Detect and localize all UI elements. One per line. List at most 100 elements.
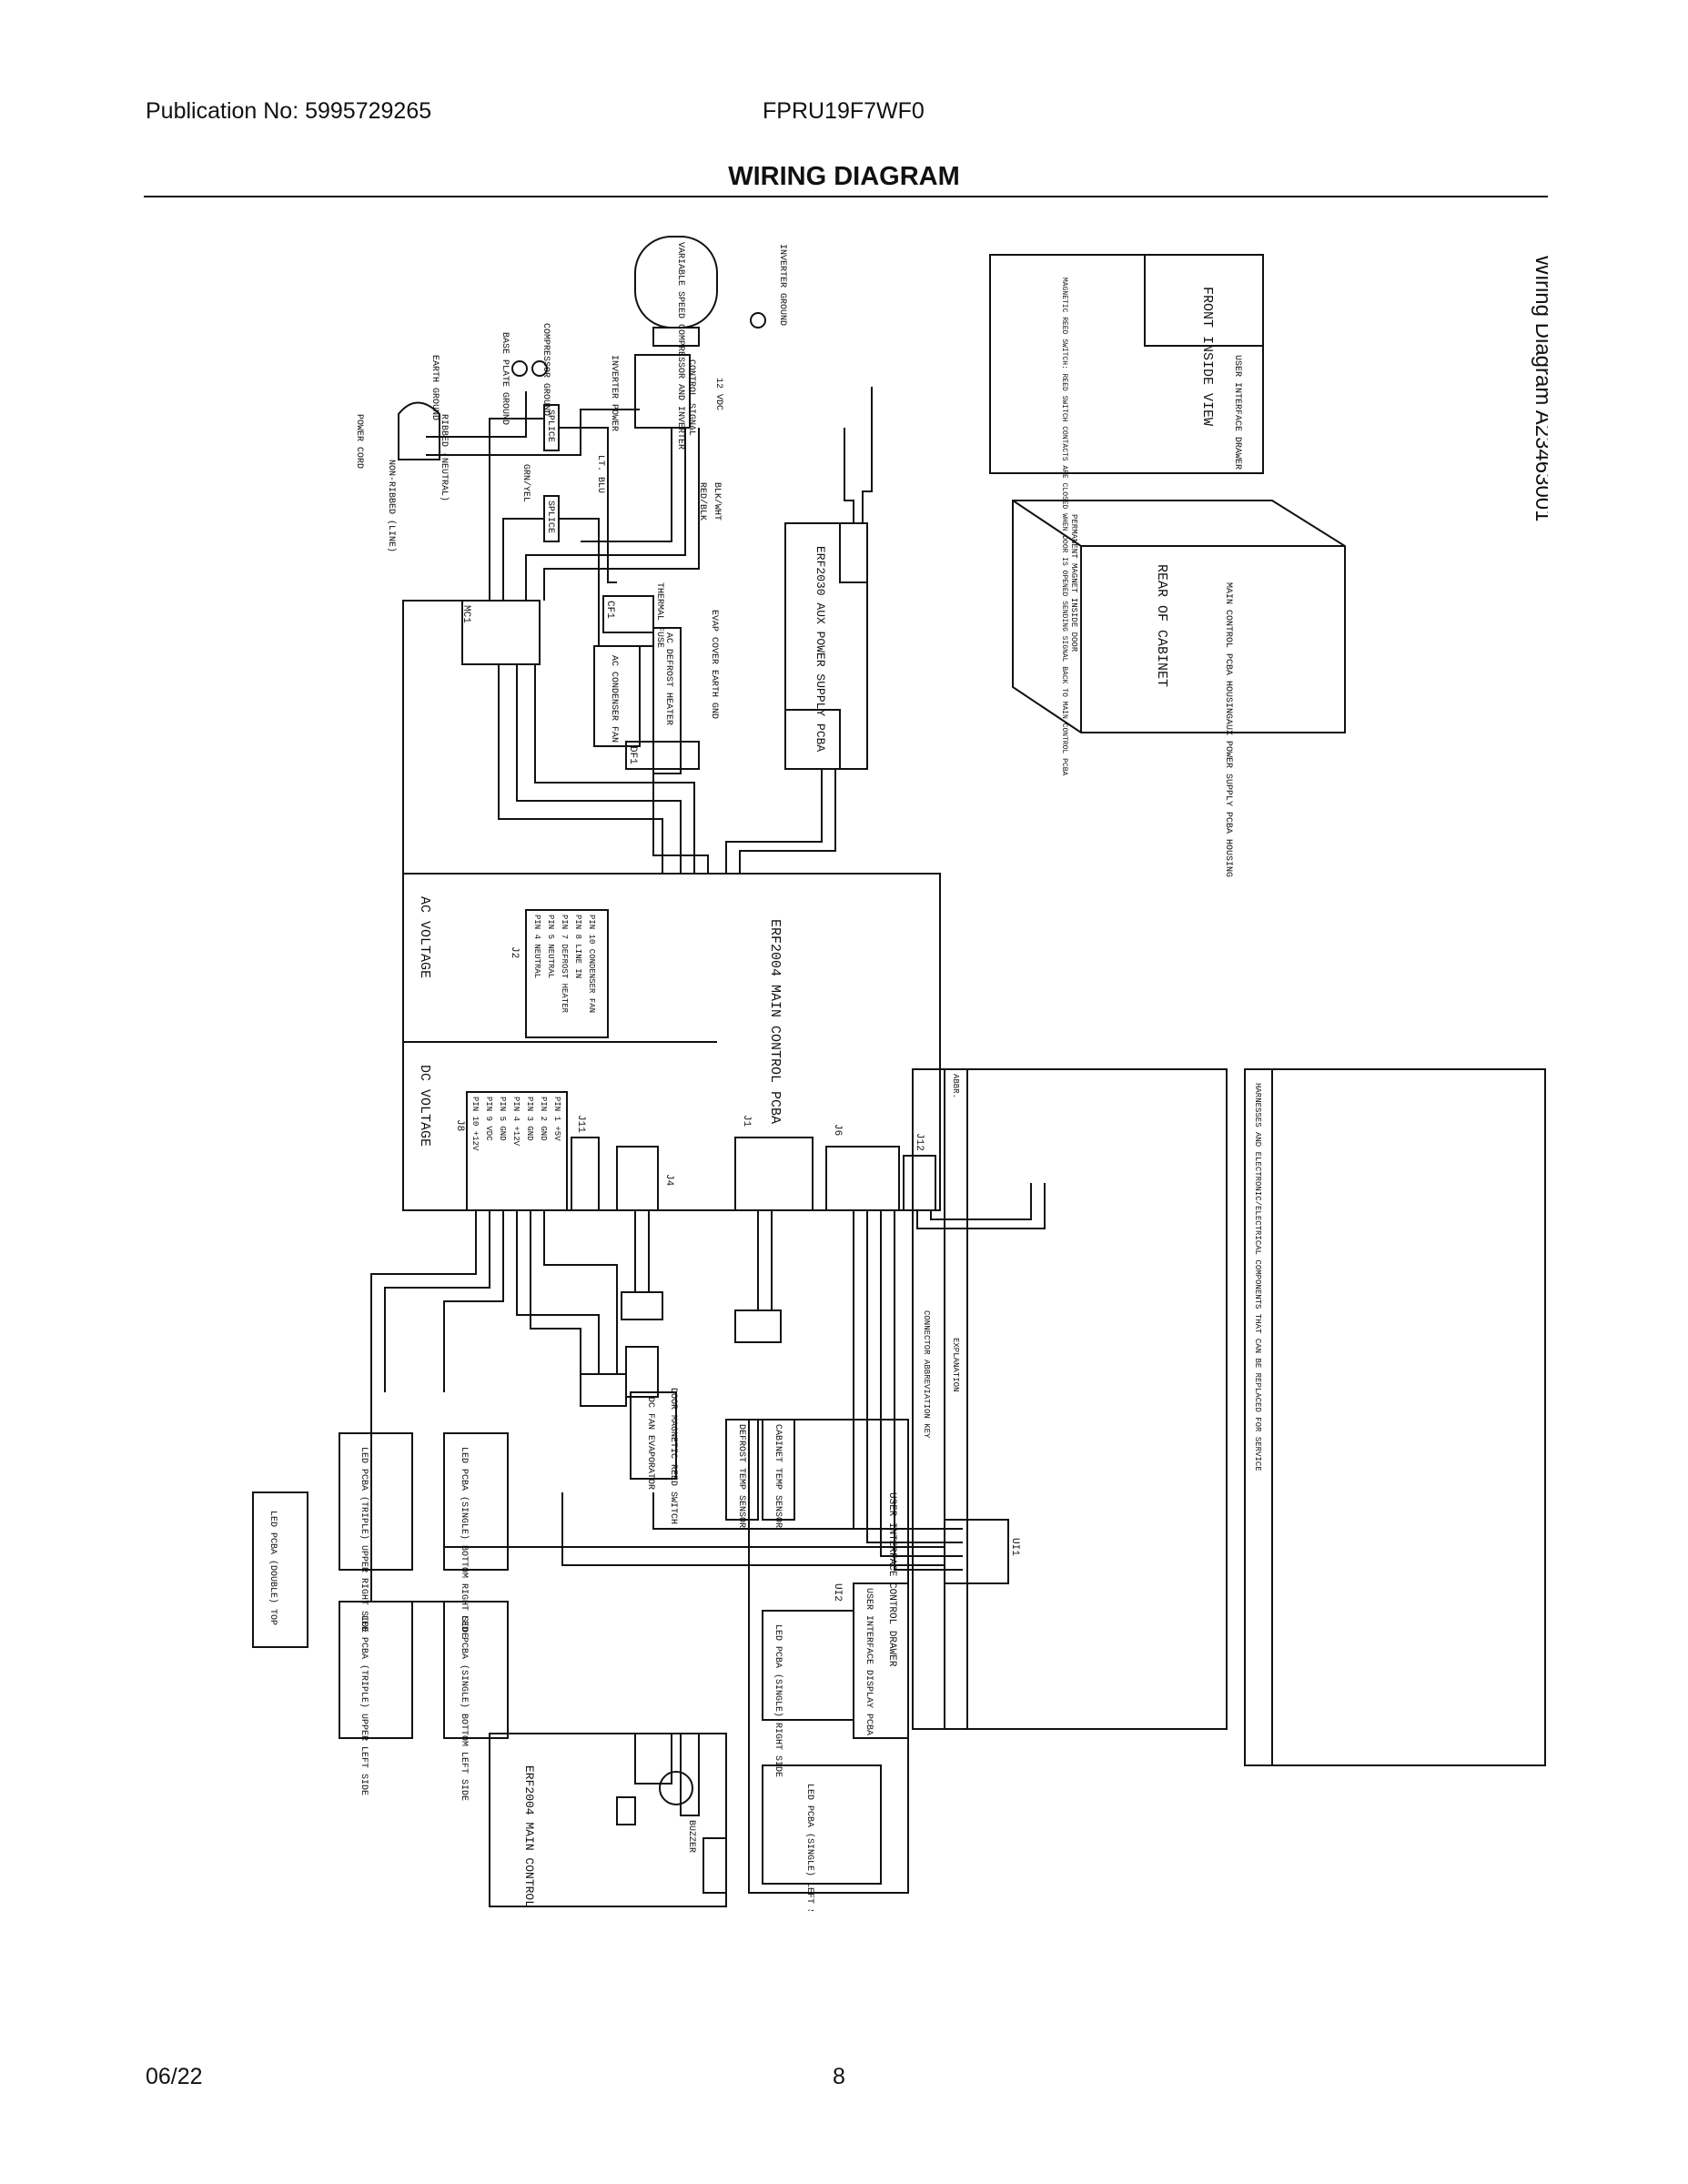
led-double-top xyxy=(252,1491,308,1648)
inverter-connector xyxy=(634,354,691,429)
ac-voltage-label: AC VOLTAGE xyxy=(417,896,432,978)
base-plate-ground-label: BASE PLATE GROUND xyxy=(500,332,510,425)
compressor-ground-icon xyxy=(531,360,548,377)
led-single-right-label: LED PCBA (SINGLE) RIGHT SIDE xyxy=(773,1624,783,1777)
wire-color-label: RED/BLK xyxy=(697,482,708,521)
defrost-temp-sensor xyxy=(725,1419,759,1521)
j11-connector xyxy=(571,1137,600,1211)
splice-2-label: SPLICE xyxy=(545,500,555,533)
footer-date: 06/22 xyxy=(146,2064,203,2089)
side-label: Wiring Diagram A23463001 xyxy=(1531,255,1548,522)
wire xyxy=(916,1183,1046,1229)
rear-of-cabinet-label: REAR OF CABINET xyxy=(1154,564,1169,687)
control-signal-label: CONTROL SIGNAL xyxy=(686,359,696,436)
board-title: ERF2004 MAIN CONTROL PCBA xyxy=(522,1765,536,1911)
ac-defrost-heater xyxy=(652,627,682,774)
j8-pin: PIN 3 GND xyxy=(525,1097,534,1141)
compressor-label: VARIABLE SPEED COMPRESSOR AND INVERTER xyxy=(675,242,685,450)
ui1-label: UI1 xyxy=(1009,1538,1020,1556)
j12-label: J12 xyxy=(914,1133,925,1151)
led-triple-upper-right xyxy=(339,1432,413,1571)
wire xyxy=(880,1210,963,1557)
door-reed-switch xyxy=(625,1346,659,1398)
wire xyxy=(652,769,709,874)
ui-display-label: USER INTERFACE DISPLAY PCBA xyxy=(864,1588,874,1735)
j11-label: J11 xyxy=(575,1115,586,1133)
aux-power-housing-label: AUX POWER SUPPLY PCBA HOUSING xyxy=(1223,719,1233,877)
inverter-power-label: INVERTER POWER xyxy=(609,355,619,431)
j12-header xyxy=(616,1796,636,1825)
reed-switch-connector xyxy=(621,1291,663,1320)
j2-pin: PIN 4 NEUTRAL xyxy=(532,915,541,978)
wire xyxy=(516,664,682,874)
twelve-vdc-label: 12 VDC xyxy=(713,378,723,410)
key-title: CONNECTOR ABBREVIATION KEY xyxy=(922,1310,931,1439)
dc-fan-evaporator xyxy=(630,1391,677,1480)
j2-pin: PIN 8 LINE IN xyxy=(573,915,582,978)
inverter-ground-label: INVERTER GROUND xyxy=(777,244,787,326)
wire xyxy=(930,1183,1032,1220)
wire xyxy=(543,1210,618,1374)
front-inside-label: FRONT INSIDE VIEW xyxy=(1199,287,1215,426)
led-single-left xyxy=(762,1764,882,1885)
j11-header xyxy=(634,1733,672,1785)
led-single-left-label: LED PCBA (SINGLE) LEFT SIDE xyxy=(804,1784,815,1911)
wire xyxy=(426,409,640,456)
evap-cover-label: EVAP COVER EARTH GND xyxy=(709,610,719,719)
j4-connector xyxy=(616,1146,659,1211)
j2-label: J2 xyxy=(509,946,520,958)
led-double-top-label: LED PCBA (DOUBLE) TOP xyxy=(268,1511,278,1625)
ui-drawer-view-label: USER INTERFACE DRAWER xyxy=(1232,355,1242,470)
j8-header xyxy=(680,1733,700,1816)
wire xyxy=(502,518,544,601)
wire-color-label: BLK/WHT xyxy=(712,482,723,521)
j8-pin: PIN 5 GND xyxy=(498,1097,507,1141)
ui-drawer-label: USER INTERFACE CONTROL DRAWER xyxy=(886,1492,897,1667)
df1-label: DF1 xyxy=(627,746,638,764)
inverter-ground-icon xyxy=(750,312,766,329)
ef1-connector xyxy=(580,1373,627,1407)
compressor-ground-label: COMPRESSOR GROUND xyxy=(541,323,551,416)
led-triple-upper-left-label: LED PCBA (TRIPLE) UPPER LEFT SIDE xyxy=(359,1615,369,1795)
led-single-bottom-left-label: LED PCBA (SINGLE) BOTTOM LEFT SIDE xyxy=(459,1615,470,1801)
erf2030-j1 xyxy=(784,709,841,770)
j8-pin: PIN 9 VDC xyxy=(484,1097,493,1141)
compressor-inverter xyxy=(634,236,718,347)
led-single-bottom-left xyxy=(443,1601,509,1739)
wire xyxy=(561,1492,945,1566)
mc1-connector xyxy=(461,600,541,665)
ui2-label: UI2 xyxy=(832,1583,843,1602)
wire xyxy=(426,391,527,438)
ac-condenser-fan-label: AC CONDENSER FAN xyxy=(609,655,619,743)
board-physical-view xyxy=(489,1733,727,1907)
wire xyxy=(559,427,617,583)
led-triple-upper-left xyxy=(339,1601,413,1739)
rear-of-cabinet xyxy=(1012,500,1346,733)
j4-label: J4 xyxy=(663,1174,674,1187)
wire xyxy=(443,1492,945,1548)
door-switch-label: DOOR MAGNETIC REED SWITCH xyxy=(668,1388,678,1524)
j2-pin: PIN 5 NEUTRAL xyxy=(546,915,555,978)
wire xyxy=(725,769,823,874)
erf2004-label: ERF2004 MAIN CONTROL PCBA xyxy=(767,919,783,1124)
j6-connector xyxy=(825,1146,900,1211)
harness-table xyxy=(1244,1068,1546,1766)
wire xyxy=(866,1210,963,1543)
cabinet-sensor-label: CABINET TEMP SENSOR xyxy=(773,1424,783,1528)
footer-page: 8 xyxy=(833,2064,845,2089)
ui-drawer-view xyxy=(1144,254,1264,347)
wire xyxy=(498,664,663,874)
led-triple-upper-right-label: LED PCBA (TRIPLE) UPPER RIGHT SIDE xyxy=(359,1447,369,1633)
harness-title: HARNESSES AND ELECTRONIC/ELECTRICAL COMP… xyxy=(1253,1083,1262,1471)
ntc1-connector xyxy=(734,1309,782,1343)
line-label: NON-RIBBED (LINE) xyxy=(386,460,397,552)
power-cord xyxy=(398,401,440,460)
j6-label: J6 xyxy=(832,1124,843,1136)
earth-ground-label: EARTH GROUND xyxy=(430,355,440,420)
df1-connector xyxy=(625,741,700,770)
page-title: WIRING DIAGRAM xyxy=(728,162,960,191)
ac-condenser-fan xyxy=(593,645,641,747)
cf1-label: CF1 xyxy=(604,601,615,619)
wire xyxy=(894,1210,963,1571)
base-plate-ground-icon xyxy=(511,360,528,377)
